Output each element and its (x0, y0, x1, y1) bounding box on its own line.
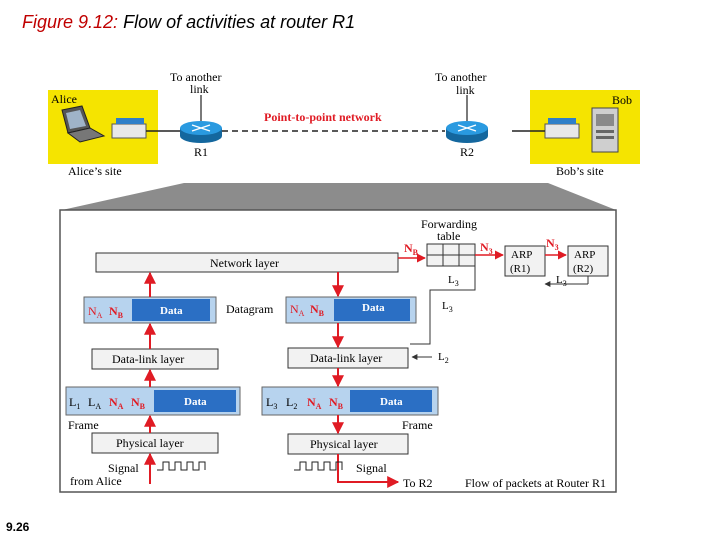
datagram-label: Datagram (226, 302, 274, 316)
signal-right-label: Signal (356, 461, 387, 475)
frame-packet-left (65, 386, 241, 416)
ft-n3-label: N3 (480, 240, 493, 256)
datagram-packet-left (83, 296, 217, 324)
frame-left-na: NA (109, 395, 124, 411)
alice-site-label: Alice’s site (68, 164, 122, 178)
dl-left-label: Data-link layer (112, 352, 184, 366)
frame-left-label: Frame (68, 418, 99, 432)
datagram-packet-right (285, 296, 417, 324)
frame-packet-right (261, 386, 439, 416)
dl-right-box (287, 347, 409, 369)
dg-right-data: Data (362, 302, 385, 314)
bob-label: Bob (612, 93, 632, 107)
frame-right-na: NA (307, 395, 322, 411)
signal-wave-right (294, 461, 343, 471)
alice-label: Alice (51, 92, 77, 106)
dg-left-data: Data (160, 305, 183, 317)
signal-left-label-b: from Alice (70, 474, 122, 488)
arrow-to-r2 (337, 454, 400, 488)
zoom-trapezoid (62, 183, 616, 210)
arp-r1-box (504, 245, 546, 277)
figure-title: Figure 9.12: Flow of activities at route… (22, 12, 355, 33)
frame-right-label: Frame (402, 418, 433, 432)
alice-switch-icon (111, 118, 147, 139)
flow-caption: Flow of packets at Router R1 (465, 476, 606, 490)
arp-r2-label-b: (R2) (573, 263, 594, 275)
to-r2-label: To R2 (403, 476, 433, 490)
server-icon (591, 107, 619, 153)
ph-left-label: Physical layer (116, 436, 184, 450)
laptop-icon (61, 105, 106, 143)
frame-left-la: LA (88, 395, 101, 411)
l3-label-a: L3 (448, 274, 459, 288)
arp-n3-label: N3 (546, 236, 559, 252)
arp-r1-label-b: (R1) (510, 263, 531, 275)
network-layer-box (95, 252, 399, 273)
bob-site-label: Bob’s site (556, 164, 604, 178)
to-another-link-r1-a: To another (170, 70, 221, 84)
dg-right-na: NA (290, 302, 305, 318)
frame-left-l1: L1 (69, 395, 80, 411)
ph-right-box (287, 433, 409, 455)
r1-label: R1 (194, 145, 208, 159)
forwarding-table-label-a: Forwarding (421, 217, 477, 231)
dg-right-nb: NB (310, 302, 325, 318)
arp-r1-label-a: ARP (511, 249, 532, 261)
frame-right-l2: L2 (286, 395, 297, 411)
l3-label-b: L3 (442, 300, 453, 314)
to-another-link-r1-b: link (190, 82, 209, 96)
dl-right-label: Data-link layer (310, 351, 382, 365)
l2-label: L2 (438, 351, 449, 365)
l3-label-c: L3 (556, 274, 567, 288)
figure-caption: Flow of activities at router R1 (123, 12, 356, 32)
bob-switch-icon (544, 118, 580, 139)
to-another-link-r2-b: link (456, 83, 475, 97)
p2p-label: Point-to-point network (264, 110, 382, 124)
dg-left-na: NA (88, 304, 103, 320)
to-another-link-r2-a: To another (435, 70, 486, 84)
arp-r2-label-a: ARP (574, 249, 595, 261)
forwarding-table (426, 243, 476, 267)
l3-feed-line (410, 266, 476, 345)
forwarding-table-label-b: table (437, 229, 460, 243)
router-r1-icon (180, 121, 222, 143)
frame-left-nb: NB (131, 395, 146, 411)
frame-left-data: Data (184, 396, 207, 408)
r2-label: R2 (460, 145, 474, 159)
network-layer-label: Network layer (210, 256, 279, 270)
ft-nb-label: NB (404, 241, 419, 257)
ph-right-label: Physical layer (310, 437, 378, 451)
signal-left-label-a: Signal (108, 461, 139, 475)
frame-right-l3: L3 (266, 395, 277, 411)
signal-wave-left (157, 461, 206, 471)
frame-right-data: Data (380, 396, 403, 408)
frame-right-nb: NB (329, 395, 344, 411)
router-r2-icon (446, 121, 488, 143)
figure-number: Figure 9.12: (22, 12, 119, 32)
slide-number: 9.26 (6, 520, 30, 534)
dg-left-nb: NB (109, 304, 124, 320)
